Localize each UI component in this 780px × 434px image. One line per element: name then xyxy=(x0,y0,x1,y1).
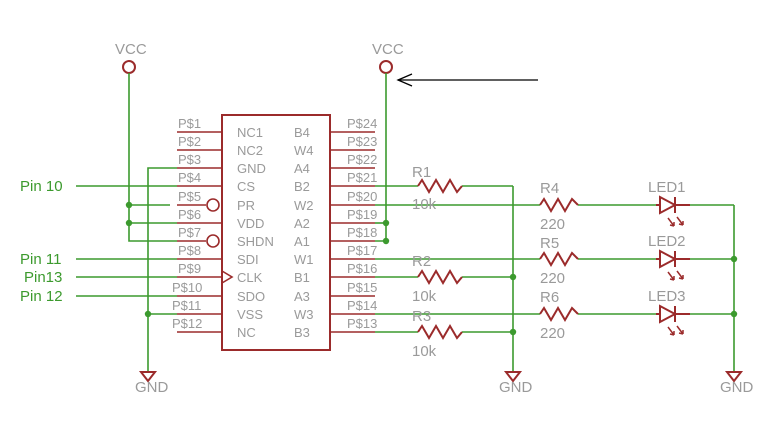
pin-name: SHDN xyxy=(237,234,274,249)
led-label: LED2 xyxy=(648,233,686,250)
pin-name: VDD xyxy=(237,216,264,231)
pin-number: P$7 xyxy=(178,225,201,240)
vcc-label-right: VCC xyxy=(372,41,404,58)
net-label-pin12: Pin 12 xyxy=(20,288,63,305)
pin-name: SDI xyxy=(237,252,259,267)
pin-name: NC1 xyxy=(237,125,263,140)
pin-number: P$11 xyxy=(172,298,201,313)
pin-number: P$14 xyxy=(347,298,377,313)
resistor-r3: R3 10k xyxy=(412,308,463,360)
pin-number: P$8 xyxy=(178,243,201,258)
resistor-value: 220 xyxy=(540,270,565,287)
vcc-symbol-left: VCC xyxy=(115,41,147,74)
net-label-pin13: Pin13 xyxy=(24,269,62,286)
pin-name: W4 xyxy=(294,143,314,158)
ic-body xyxy=(221,114,331,351)
pin-number: P$4 xyxy=(178,170,201,185)
resistor-value: 10k xyxy=(412,196,437,213)
gnd-symbol-mid: GND xyxy=(499,371,533,396)
pin-number: P$18 xyxy=(347,225,377,240)
resistor-name: R4 xyxy=(540,180,559,197)
gnd-symbol-right: GND xyxy=(720,371,754,396)
pin-name: NC2 xyxy=(237,143,263,158)
chip-right-labels: B4 W4 A4 B2 W2 A2 A1 W1 B1 A3 W3 B3 P$24… xyxy=(294,116,377,340)
annotation-arrow xyxy=(396,73,538,87)
resistor-value: 220 xyxy=(540,325,565,342)
pin-number: P$1 xyxy=(178,116,201,131)
pin-number: P$6 xyxy=(178,207,201,222)
pin-number: P$19 xyxy=(347,207,377,222)
vcc-terminal-left xyxy=(122,60,136,74)
pin-name: A2 xyxy=(294,216,310,231)
chip-left-labels: P$1 P$2 P$3 P$4 P$5 P$6 P$7 P$8 P$9 P$10… xyxy=(172,116,274,340)
pin-name: B4 xyxy=(294,125,310,140)
led-label: LED3 xyxy=(648,288,686,305)
resistor-r2: R2 10k xyxy=(412,253,463,305)
pin-name: B3 xyxy=(294,325,310,340)
led-1: LED1 xyxy=(648,179,690,227)
pin-name: CS xyxy=(237,179,255,194)
pin-name: PR xyxy=(237,198,255,213)
vcc-terminal-right xyxy=(379,60,393,74)
led-2: LED2 xyxy=(648,233,690,281)
resistor-name: R6 xyxy=(540,289,559,306)
pin-name: A3 xyxy=(294,289,310,304)
pin-number: P$9 xyxy=(178,261,201,276)
pin-number: P$16 xyxy=(347,261,377,276)
gnd-symbol-left: GND xyxy=(135,371,169,396)
pin-number: P$2 xyxy=(178,134,201,149)
led-label: LED1 xyxy=(648,179,686,196)
pin-number: P$17 xyxy=(347,243,377,258)
pin-name: A4 xyxy=(294,161,310,176)
junction-dots xyxy=(125,201,738,336)
gnd-label-right: GND xyxy=(720,379,754,396)
net-label-pin10: Pin 10 xyxy=(20,178,63,195)
pin-name: B1 xyxy=(294,270,310,285)
net-label-pin11: Pin 11 xyxy=(20,251,61,268)
resistor-name: R1 xyxy=(412,164,431,181)
resistor-name: R2 xyxy=(412,253,431,270)
pin-number: P$21 xyxy=(347,170,377,185)
pin-number: P$12 xyxy=(172,316,202,331)
pin-stubs xyxy=(177,131,375,333)
gnd-label-mid: GND xyxy=(499,379,533,396)
pin-name: CLK xyxy=(237,270,263,285)
pin-name: W2 xyxy=(294,198,314,213)
vcc-label-left: VCC xyxy=(115,41,147,58)
led-3: LED3 xyxy=(648,288,690,336)
pin-name: VSS xyxy=(237,307,263,322)
pin-number: P$3 xyxy=(178,152,201,167)
pin-number: P$22 xyxy=(347,152,377,167)
pin-number: P$15 xyxy=(347,280,377,295)
pin-number: P$20 xyxy=(347,189,377,204)
resistor-value: 220 xyxy=(540,216,565,233)
pin-name: W3 xyxy=(294,307,314,322)
pin-number: P$13 xyxy=(347,316,377,331)
vcc-symbol-right: VCC xyxy=(372,41,404,74)
resistor-r1: R1 10k xyxy=(412,164,463,213)
pin-name: NC xyxy=(237,325,256,340)
pin-name: B2 xyxy=(294,179,310,194)
pin-number: P$24 xyxy=(347,116,377,131)
pin-name: SDO xyxy=(237,289,265,304)
resistor-name: R3 xyxy=(412,308,431,325)
resistor-value: 10k xyxy=(412,288,437,305)
gnd-label-left: GND xyxy=(135,379,169,396)
resistor-name: R5 xyxy=(540,235,559,252)
pin-name: GND xyxy=(237,161,266,176)
resistor-r4: R4 220 xyxy=(539,180,579,233)
resistor-value: 10k xyxy=(412,343,437,360)
pin-name: W1 xyxy=(294,252,314,267)
pin-number: P$5 xyxy=(178,189,201,204)
pin-number: P$10 xyxy=(172,280,202,295)
net-labels: Pin 10 Pin 11 Pin13 Pin 12 xyxy=(20,178,63,305)
wires xyxy=(76,73,735,372)
pin-number: P$23 xyxy=(347,134,377,149)
resistor-r6: R6 220 xyxy=(539,289,579,342)
resistor-r5: R5 220 xyxy=(539,235,579,287)
pin-name: A1 xyxy=(294,234,310,249)
